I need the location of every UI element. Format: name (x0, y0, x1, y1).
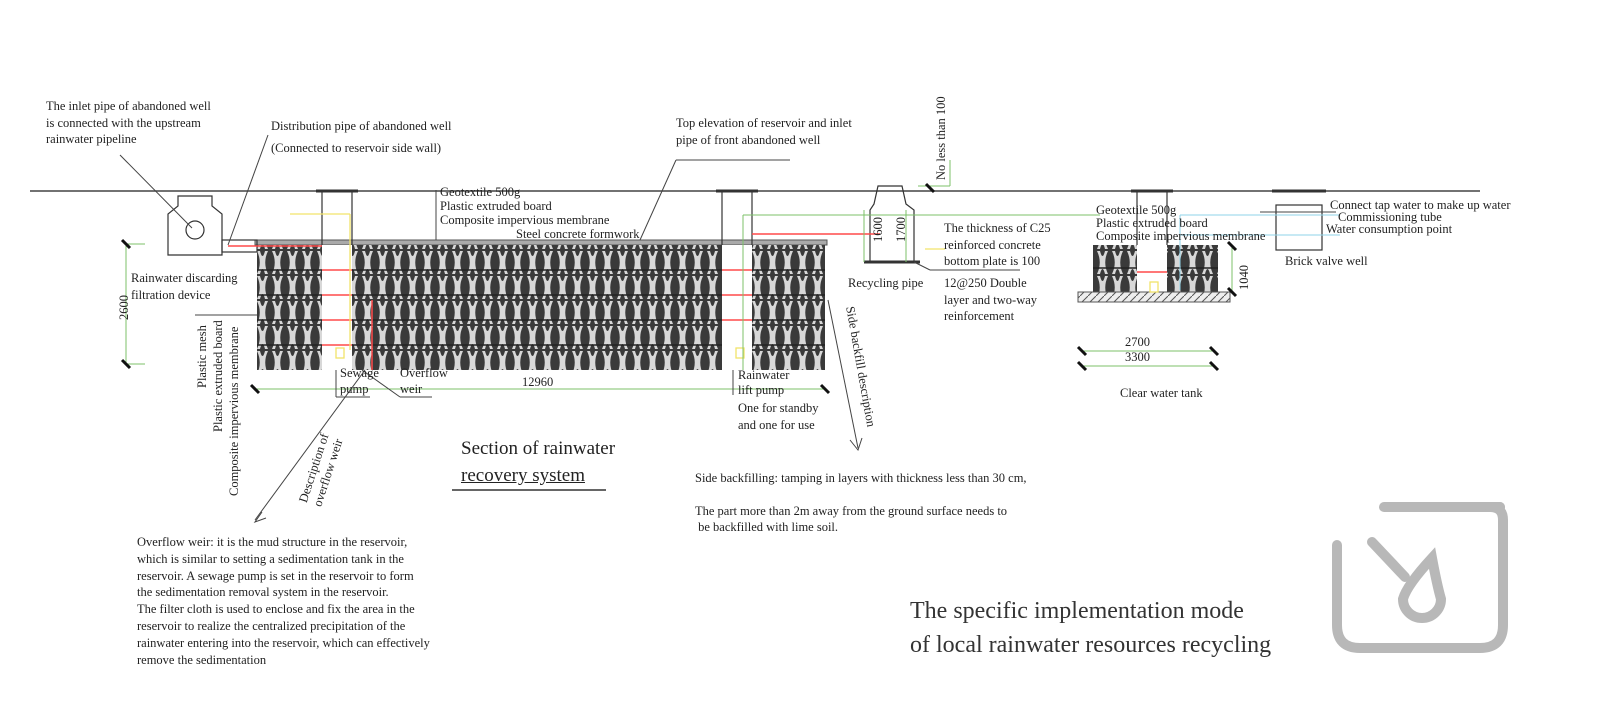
dim-1040: 1040 (1237, 265, 1251, 290)
text-line: the sedimentation removal system in the … (137, 585, 389, 600)
lift-shaft (722, 245, 752, 370)
side-layers-label: Plastic mesh Plastic extruded board Comp… (194, 320, 242, 496)
dim-1600: 1600 (871, 217, 885, 242)
text-line: reservoir to realize the centralized pre… (137, 618, 406, 633)
text-line: Distribution pipe of abandoned well (271, 119, 452, 133)
text-line: Composite impervious membrane (227, 326, 241, 496)
text-line: Rainwater discarding (131, 271, 238, 285)
overflow-weir-label: Overflow weir (400, 365, 448, 397)
tank-base (1077, 291, 1231, 303)
lift-pump-label: Rainwater lift pump (738, 368, 789, 398)
text-line: lift pump (738, 383, 785, 397)
text-line: Geotextile 500g (440, 185, 521, 199)
section-title: Section of rainwater recovery system (461, 435, 615, 489)
text-line: The thickness of C25 (944, 221, 1051, 235)
text-line: Section of rainwater (461, 438, 616, 459)
text-line: which is similar to setting a sedimentat… (137, 551, 404, 566)
text-line: Sewage (340, 366, 379, 380)
c25-label: The thickness of C25 reinforced concrete… (944, 220, 1051, 270)
text-line: of local rainwater resources recycling (910, 632, 1272, 658)
inlet-pipe-label: The inlet pipe of abandoned well is conn… (46, 98, 211, 148)
layers-right-label: Geotextile 500g Plastic extruded board C… (1096, 204, 1265, 243)
text-line: Plastic extruded board (1096, 216, 1208, 230)
text-line: (Connected to reservoir side wall) (271, 141, 442, 155)
text-line: Steel concrete formwork (516, 227, 640, 241)
reinforcement-label: 12@250 Double layer and two-way reinforc… (944, 275, 1037, 325)
dim-2700: 2700 (1125, 335, 1150, 349)
dim-1700: 1700 (894, 217, 908, 242)
text-line: Side backfilling: tamping in layers with… (695, 471, 1027, 485)
text-line: reservoir. A sewage pump is set in the r… (137, 568, 414, 583)
text-line: filtration device (131, 287, 211, 302)
tank-dimensions: 2700 3300 (1125, 335, 1150, 365)
distribution-pipe-label: Distribution pipe of abandoned well (Con… (271, 115, 452, 159)
text-line: Plastic extruded board (211, 320, 225, 432)
tap-water-label: Connect tap water to make up water (1330, 198, 1511, 212)
text-line: Plastic extruded board (440, 199, 552, 213)
text-line: The part more than 2m away from the grou… (695, 503, 1008, 518)
text-line: bottom plate is 100 (944, 254, 1041, 268)
main-title: The specific implementation mode of loca… (910, 594, 1271, 662)
text-line: Overflow (400, 366, 448, 380)
layers-left-label: Geotextile 500g Plastic extruded board C… (440, 185, 640, 241)
dim-2600: 2600 (117, 295, 131, 320)
text-line: 12@250 Double (944, 276, 1027, 290)
dim-12960: 12960 (522, 375, 554, 389)
text-line: One for standby (738, 401, 819, 415)
text-line: Plastic mesh (195, 325, 209, 388)
text-line: The filter cloth is used to enclose and … (137, 602, 415, 617)
text-line: The inlet pipe of abandoned well (46, 99, 211, 113)
recycling-pipe-label: Recycling pipe (848, 276, 924, 290)
text-line: Rainwater (738, 368, 790, 382)
discarding-device-label: Rainwater discarding filtration device (131, 270, 238, 303)
text-line: Top elevation of reservoir and inlet (676, 116, 852, 130)
text-line: Overflow weir: it is the mud structure i… (137, 535, 408, 549)
text-line: weir (400, 382, 423, 396)
text-line: remove the sedimentation (137, 652, 267, 667)
overflow-notes: Overflow weir: it is the mud structure i… (137, 534, 430, 668)
standby-label: One for standby and one for use (738, 400, 819, 433)
brick-valve-label: Brick valve well (1285, 254, 1368, 268)
text-line: reinforcement (944, 309, 1015, 323)
text-line: pipe of front abandoned well (676, 132, 821, 147)
commissioning-label: Commissioning tube (1338, 210, 1442, 224)
text-line: Geotextile 500g (1096, 203, 1177, 217)
text-line: pump (340, 382, 369, 396)
text-line: layer and two-way (944, 292, 1038, 307)
rainwater-logo-icon (1332, 502, 1508, 653)
text-line: The specific implementation mode (910, 598, 1244, 624)
text-line: reinforced concrete (944, 237, 1041, 252)
text-line: recovery system (461, 465, 585, 486)
no-less-than-label: No less than 100 (934, 96, 948, 180)
text-line: Composite impervious membrane (440, 213, 610, 227)
text-line: be backfilled with lime soil. (695, 520, 839, 534)
text-line: is connected with the upstream (46, 115, 201, 130)
text-line: rainwater entering into the reservoir, w… (137, 635, 430, 650)
text-line: and one for use (738, 417, 815, 432)
top-elevation-label: Top elevation of reservoir and inlet pip… (676, 115, 852, 148)
consumption-label: Water consumption point (1326, 222, 1453, 236)
backfill-notes: Side backfilling: tamping in layers with… (695, 470, 1027, 536)
sewage-shaft (322, 245, 352, 370)
clear-tank-label: Clear water tank (1120, 386, 1203, 400)
text-line: Composite impervious membrane (1096, 229, 1266, 243)
sewage-pump-label: Sewage pump (340, 365, 379, 397)
dim-3300: 3300 (1125, 350, 1150, 364)
text-line: rainwater pipeline (46, 132, 137, 146)
